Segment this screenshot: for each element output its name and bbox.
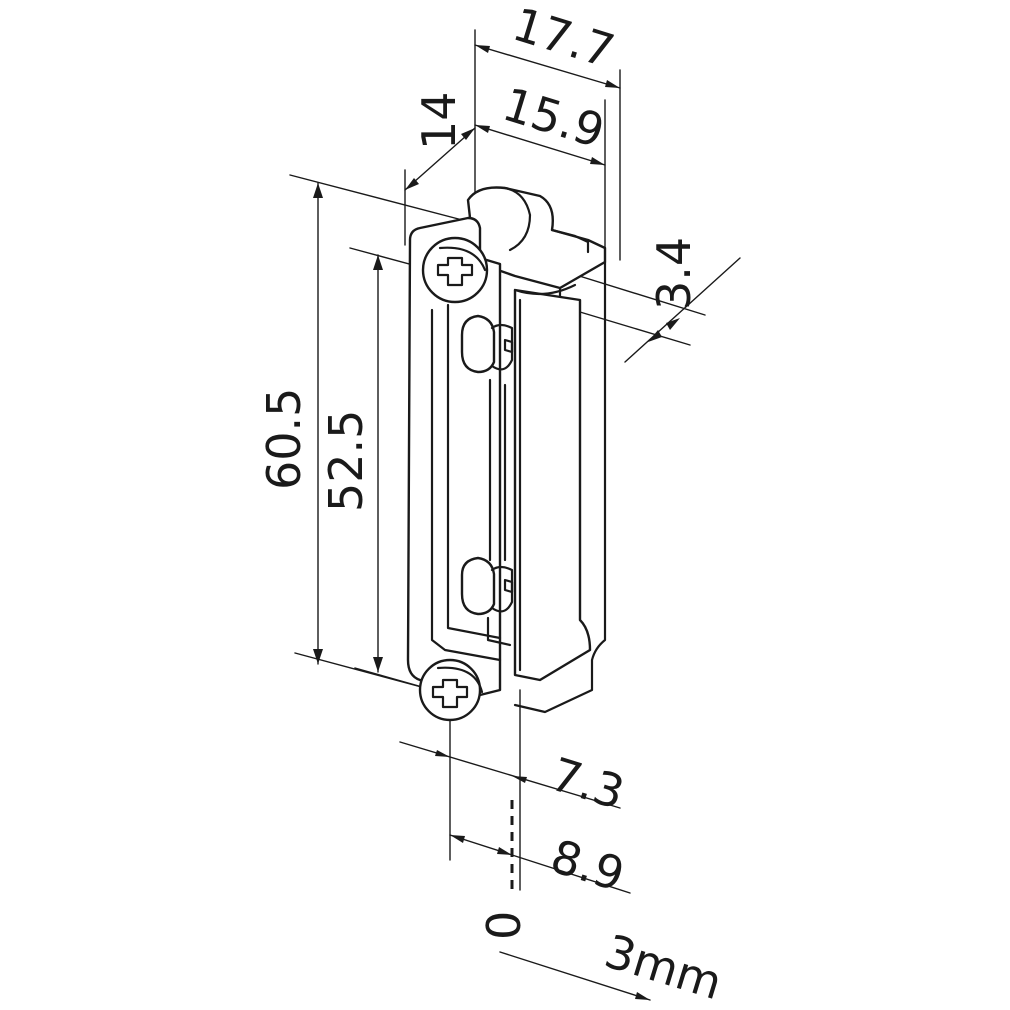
bottom-screw [418, 658, 484, 722]
top-screw [421, 236, 489, 304]
label-17-7: 17.7 [507, 0, 621, 78]
label-60-5: 60.5 [257, 388, 311, 490]
label-origin: 0 [477, 911, 531, 940]
label-14: 14 [412, 91, 466, 150]
strike-body [406, 186, 607, 714]
label-15-9: 15.9 [497, 77, 611, 159]
label-7-3: 7.3 [545, 747, 631, 820]
label-3-4: 3.4 [647, 237, 701, 310]
label-8-9: 8.9 [545, 829, 631, 902]
label-52-5: 52.5 [319, 410, 373, 512]
label-range: 3mm [599, 924, 728, 1010]
dimension-labels: 17.7 15.9 14 3.4 60.5 52.5 7.3 8.9 0 3mm [257, 0, 728, 1010]
dimension-lines [289, 29, 741, 1001]
